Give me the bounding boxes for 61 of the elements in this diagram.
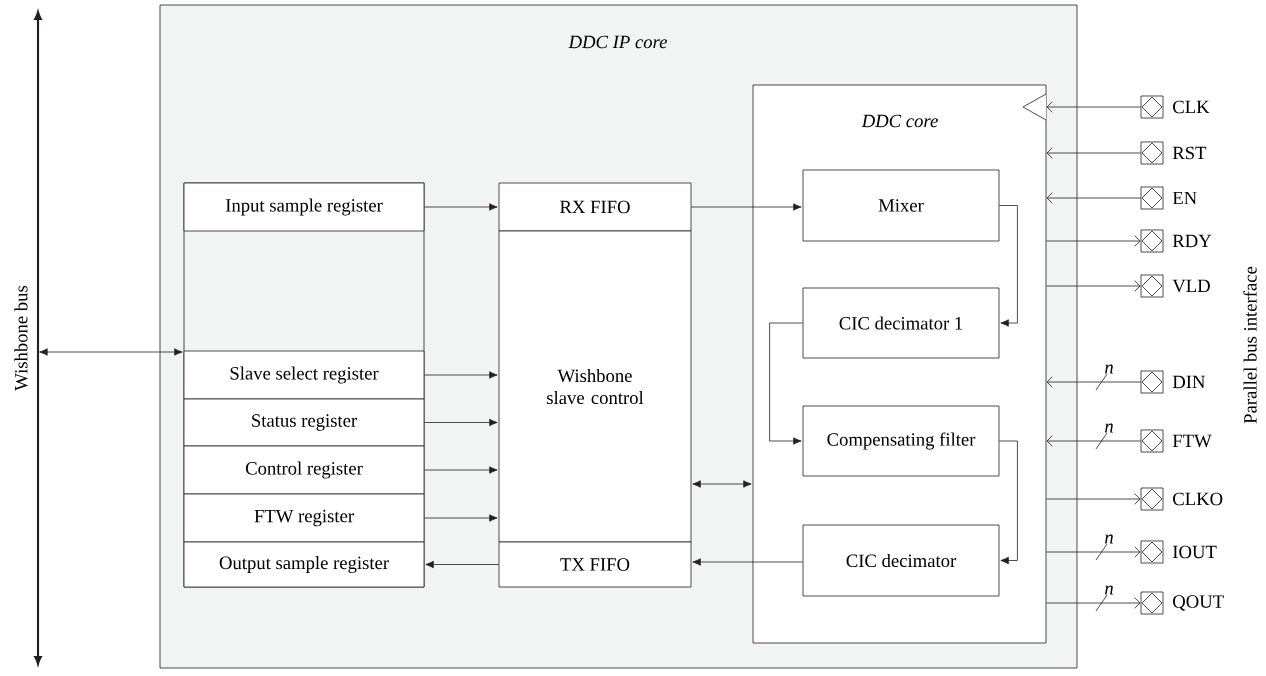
- node-label: QOUT: [1173, 595, 1224, 611]
- arrow: [1046, 493, 1141, 505]
- arrow: [769, 322, 803, 445]
- fifo-box: TX FIFO: [498, 541, 692, 588]
- pin: CLK: [1140, 95, 1210, 119]
- register-row: Input sample register: [183, 182, 425, 232]
- arrow: [1046, 147, 1141, 159]
- edge-label: n: [1105, 423, 1113, 433]
- pin: QOUT: [1140, 591, 1224, 615]
- register-row: Output sample register: [183, 541, 425, 588]
- edge-label: n: [1105, 534, 1113, 544]
- pin: DIN: [1140, 370, 1205, 394]
- pin: IOUT: [1140, 540, 1217, 564]
- register-row: Control register: [183, 445, 425, 495]
- pin: RST: [1140, 141, 1207, 165]
- pin: RDY: [1140, 229, 1212, 253]
- arrow: [1046, 101, 1141, 113]
- node-label: FTW: [1172, 434, 1212, 448]
- arrow: [1046, 280, 1141, 292]
- process-box: Compensating filter: [802, 405, 1000, 477]
- arrow: [999, 205, 1018, 327]
- arrow: [424, 371, 498, 379]
- arrow: [692, 558, 803, 566]
- edge-label: n: [1105, 364, 1113, 374]
- arrow: [999, 440, 1018, 565]
- arrow: [1046, 376, 1141, 388]
- arrow: [691, 203, 802, 211]
- pin: CLKO: [1140, 487, 1223, 511]
- arrow: [424, 203, 498, 211]
- node-label: RST: [1172, 146, 1207, 160]
- pin: EN: [1140, 186, 1197, 210]
- arrow: [424, 418, 498, 427]
- node-label: EN: [1172, 191, 1197, 205]
- fifo-box: RX FIFO: [498, 182, 692, 232]
- node-label: RDY: [1172, 234, 1212, 248]
- node-label: VLD: [1172, 279, 1210, 293]
- arrow: [1046, 597, 1141, 609]
- arrow: [1046, 235, 1141, 247]
- interface-label: Parallel bus interface: [1243, 266, 1257, 424]
- edge-label: n: [1105, 585, 1113, 595]
- process-box: CIC decimator 1: [802, 287, 1000, 359]
- arrow: [425, 560, 499, 569]
- process-box: Mixer: [802, 169, 1000, 242]
- register-row: FTW register: [183, 493, 425, 543]
- arrow: [424, 514, 498, 522]
- arrow: [39, 348, 183, 356]
- node-label: IOUT: [1172, 545, 1217, 559]
- node-label: DIN: [1172, 375, 1206, 389]
- pin: FTW: [1140, 429, 1212, 453]
- node-label: CLK: [1173, 100, 1210, 114]
- node-label: Wishbone bus: [14, 285, 28, 391]
- arrow: [1046, 435, 1141, 447]
- register-row: Status register: [183, 398, 425, 447]
- arrow: [424, 466, 498, 474]
- arrow: [1046, 546, 1141, 558]
- register-row: Slave select register: [183, 350, 425, 400]
- process-box: CIC decimator: [802, 524, 1000, 597]
- pin: VLD: [1140, 274, 1210, 298]
- node-label: CLKO: [1173, 492, 1223, 506]
- arrow: [1046, 192, 1141, 204]
- arrow: [692, 480, 752, 488]
